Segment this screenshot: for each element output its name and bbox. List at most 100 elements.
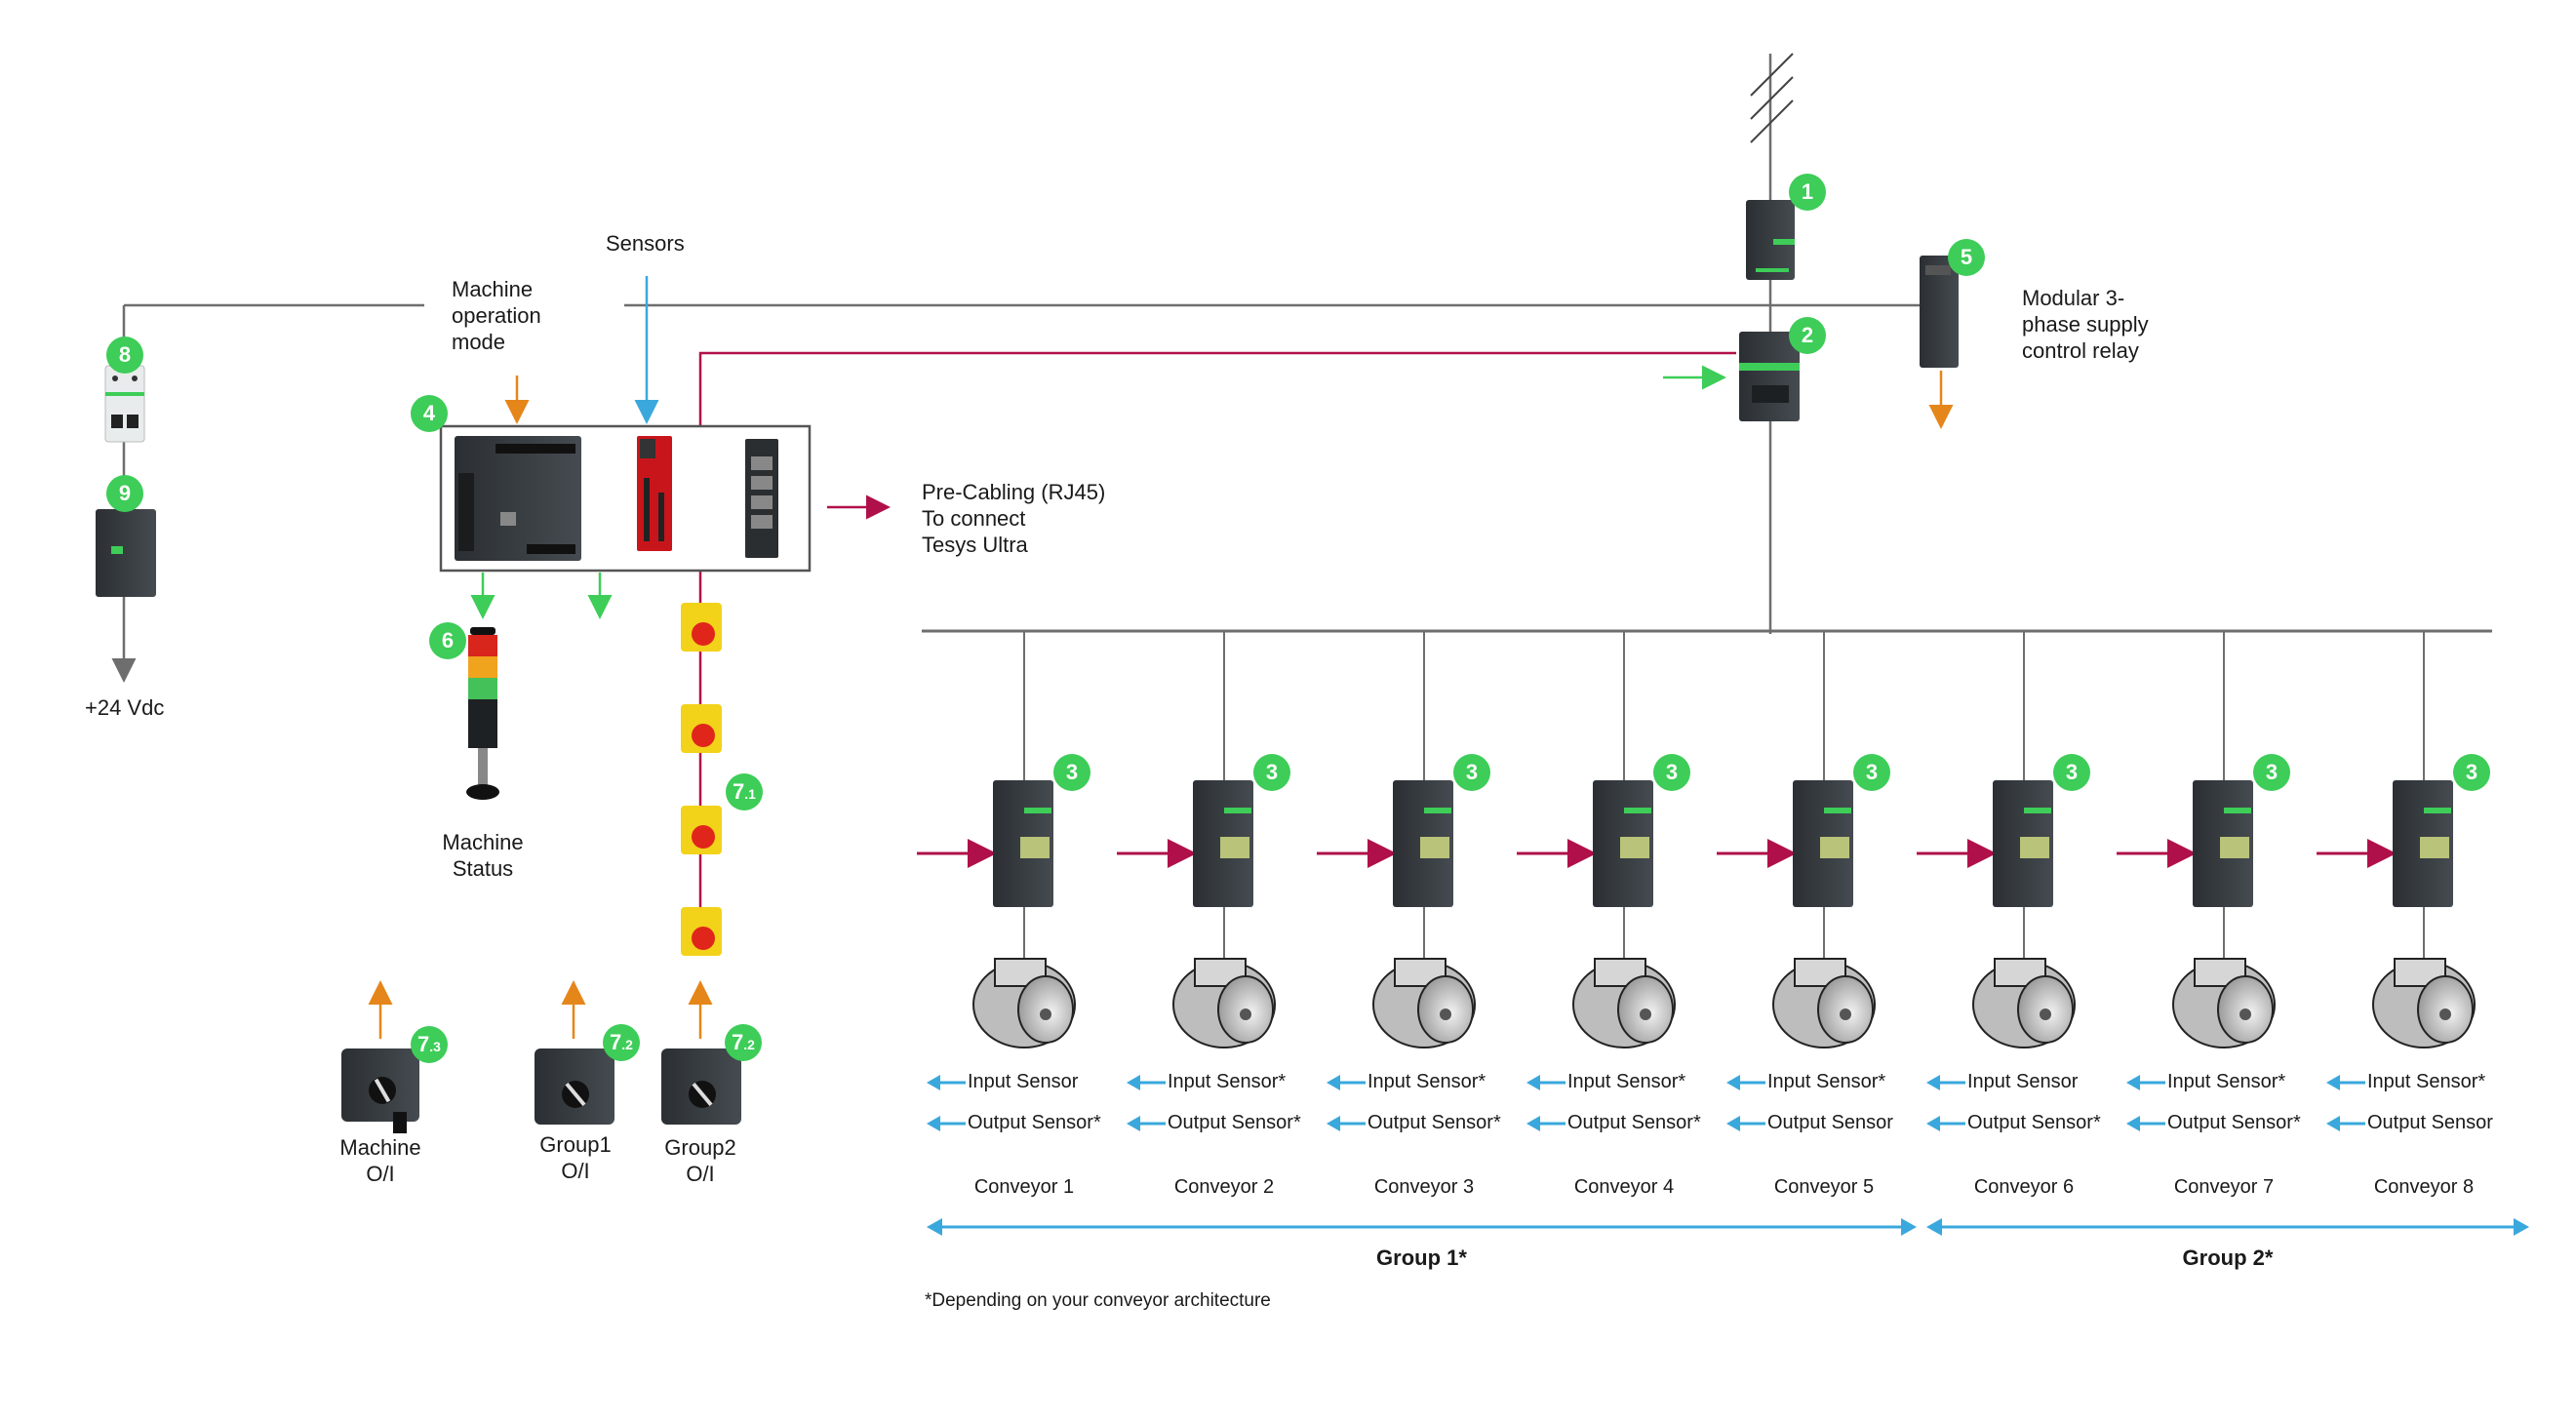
emergency-stop-button[interactable] <box>681 806 722 854</box>
emergency-stop-button[interactable] <box>681 704 722 753</box>
conveyor-label: Conveyor 3 <box>1373 1176 1475 1198</box>
arrow-left-icon <box>1726 1115 1765 1131</box>
motor[interactable] <box>1372 958 1476 1048</box>
rj45-splitter[interactable] <box>745 439 778 558</box>
conveyor-label: Conveyor 8 <box>2373 1176 2475 1198</box>
arrow-left-icon <box>2326 1074 2365 1090</box>
sensor-label: Input Sensor* <box>1567 1071 1686 1092</box>
conveyor-column <box>2117 631 2276 1048</box>
conveyor-column <box>2317 631 2476 1048</box>
safety-module[interactable] <box>637 436 672 551</box>
tesys-ultra-starter[interactable] <box>2193 780 2253 907</box>
sensor-label: Output Sensor <box>1767 1112 1893 1133</box>
tesys-ultra-starter[interactable] <box>993 780 1053 907</box>
badge-3: 3 <box>1653 754 1690 791</box>
output-sensor: Output Sensor* <box>1327 1111 1501 1134</box>
motor[interactable] <box>972 958 1076 1048</box>
conveyor-column <box>1517 631 1676 1048</box>
badge-3: 3 <box>1253 754 1290 791</box>
group1-selector-switch[interactable] <box>535 1048 614 1125</box>
input-sensor: Input Sensor <box>927 1070 1078 1093</box>
phase-control-relay-device[interactable] <box>1920 256 1959 368</box>
sensor-label: Input Sensor* <box>2167 1071 2286 1092</box>
badge-sub: .1 <box>744 786 756 802</box>
label-line: O/I <box>686 1162 715 1186</box>
arrow-left-icon <box>1526 1115 1565 1131</box>
motor-circuit-breaker-device[interactable] <box>1746 200 1795 280</box>
plc-controller[interactable] <box>455 436 581 561</box>
group-span-arrow <box>927 1218 1917 1236</box>
emergency-stop-button[interactable] <box>681 907 722 956</box>
machine-operation-mode-label: Machine operation mode <box>452 276 541 355</box>
badge-2: 2 <box>1789 317 1826 354</box>
badge-7-2-group1: 7.2 <box>603 1024 640 1061</box>
input-sensor: Input Sensor* <box>2126 1070 2285 1093</box>
contactor-device[interactable] <box>1739 332 1800 421</box>
tesys-ultra-starter[interactable] <box>1793 780 1853 907</box>
badge-6: 6 <box>429 622 466 659</box>
group2-oi-label: Group2 O/I <box>642 1134 759 1187</box>
motor[interactable] <box>2172 958 2276 1048</box>
input-sensor: Input Sensor* <box>2326 1070 2485 1093</box>
group1-oi-label: Group1 O/I <box>517 1131 634 1184</box>
output-sensor: Output Sensor* <box>2126 1111 2301 1134</box>
label-line: Machine <box>339 1135 421 1160</box>
sensor-label: Output Sensor* <box>968 1112 1101 1133</box>
motor[interactable] <box>1172 958 1276 1048</box>
plc-to-contactor-line <box>698 351 1736 426</box>
badge-main: 7 <box>732 1030 744 1054</box>
motor[interactable] <box>1972 958 2076 1048</box>
group-label: Group 2* <box>2182 1246 2274 1270</box>
arrow-left-icon <box>1327 1074 1366 1090</box>
badge-7-3: 7.3 <box>411 1026 448 1063</box>
signal-tower-light[interactable] <box>466 627 499 800</box>
badge-9: 9 <box>106 475 143 512</box>
motor[interactable] <box>1772 958 1876 1048</box>
output-sensor: Output Sensor* <box>1926 1111 2101 1134</box>
tesys-ultra-starter[interactable] <box>1993 780 2053 907</box>
sensor-label: Input Sensor* <box>1767 1071 1886 1092</box>
conveyor-label: Conveyor 4 <box>1573 1176 1675 1198</box>
conveyor-column <box>1717 631 1876 1048</box>
tesys-ultra-starter[interactable] <box>2393 780 2453 907</box>
label-line: Pre-Cabling (RJ45) <box>922 480 1106 504</box>
badge-main: 7 <box>610 1030 622 1054</box>
pre-cabling-label: Pre-Cabling (RJ45) To connect Tesys Ultr… <box>922 479 1105 558</box>
tesys-ultra-starter[interactable] <box>1193 780 1253 907</box>
conveyor-label: Conveyor 6 <box>1973 1176 2075 1198</box>
conveyor-column <box>1117 631 1276 1048</box>
power-supply-device[interactable] <box>96 509 156 597</box>
machine-key-selector[interactable] <box>341 1048 419 1133</box>
label-line: mode <box>452 330 506 354</box>
label-line: phase supply <box>2022 312 2149 336</box>
label-line: Group2 <box>664 1135 736 1160</box>
badge-8: 8 <box>106 336 143 374</box>
group-spans <box>927 1218 2529 1236</box>
sensor-label: Input Sensor <box>968 1071 1079 1092</box>
label-line: Machine <box>442 830 524 854</box>
plc-assembly[interactable] <box>439 424 812 573</box>
badge-3: 3 <box>1453 754 1490 791</box>
motor[interactable] <box>1572 958 1676 1048</box>
tesys-ultra-starter[interactable] <box>1393 780 1453 907</box>
output-sensor: Output Sensor* <box>1127 1111 1301 1134</box>
arrow-left-icon <box>1127 1115 1166 1131</box>
arrow-left-icon <box>2126 1074 2165 1090</box>
tesys-ultra-starter[interactable] <box>1593 780 1653 907</box>
conveyor-label: Conveyor 5 <box>1773 1176 1875 1198</box>
arrow-left-icon <box>1726 1074 1765 1090</box>
emergency-stop-button[interactable] <box>681 603 722 652</box>
group-span-arrow <box>1926 1218 2529 1236</box>
group2-selector-switch[interactable] <box>661 1048 741 1125</box>
emergency-stop-chain <box>681 603 722 956</box>
conveyor-column <box>917 631 1076 1048</box>
footnote: *Depending on your conveyor architecture <box>925 1290 1271 1311</box>
plc-enclosure-frame <box>439 424 812 573</box>
supply-24vdc-label: +24 Vdc <box>85 695 165 720</box>
input-sensor: Input Sensor* <box>1327 1070 1486 1093</box>
motor[interactable] <box>2372 958 2476 1048</box>
miniature-circuit-breaker-device[interactable] <box>104 365 145 443</box>
sensor-label: Output Sensor* <box>1967 1112 2101 1133</box>
input-sensor: Input Sensor* <box>1526 1070 1685 1093</box>
